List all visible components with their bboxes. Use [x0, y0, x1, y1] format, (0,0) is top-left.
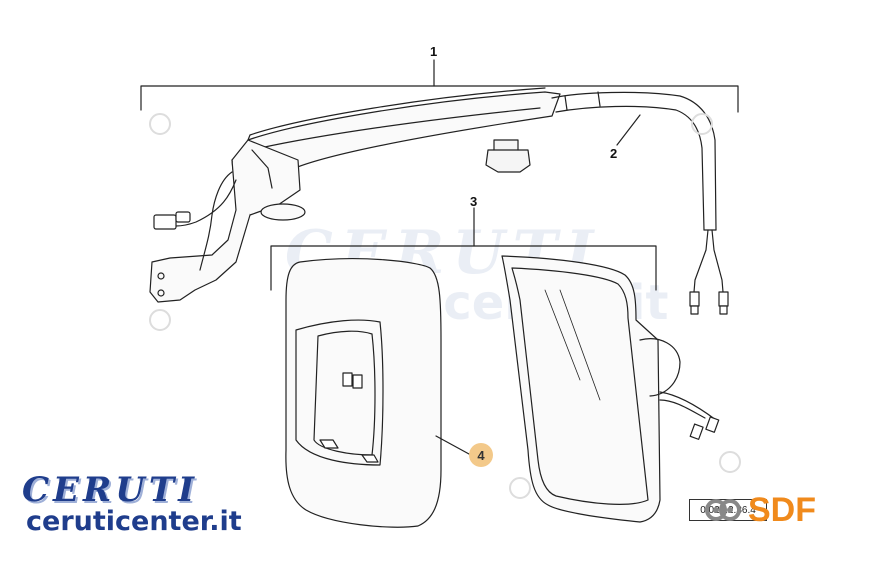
- mirror-back-mount: [639, 338, 681, 397]
- ceruti-logo: CERUTI: [22, 470, 199, 510]
- mount-tab-1: [319, 439, 339, 449]
- connector-left: [689, 291, 700, 307]
- ceruti-url: ceruticenter.it: [26, 506, 242, 537]
- connector-right: [718, 291, 729, 307]
- sdf-logo: SDF: [700, 488, 816, 532]
- bolt-hole-2: [157, 289, 165, 297]
- callout-4: 4: [469, 443, 493, 467]
- bolt-hole-1: [157, 272, 165, 280]
- mirror-arm: [247, 91, 561, 169]
- mirror-connector-2: [705, 416, 720, 433]
- tube-inner: [555, 105, 705, 231]
- housing-inner-plate: [313, 330, 376, 456]
- bracket-part-1: [140, 85, 739, 113]
- mount-tab-2: [361, 454, 379, 463]
- callout-2: 2: [610, 146, 618, 161]
- tube-band-2: [597, 91, 601, 107]
- connector-arm: [153, 214, 177, 230]
- glass-reflection-1: [544, 289, 581, 381]
- cable-left: [693, 229, 709, 293]
- glass-reflection-2: [559, 289, 601, 401]
- mirror-glass: [511, 267, 649, 505]
- pivot-disc: [260, 203, 306, 221]
- connector-left-tip: [690, 305, 699, 315]
- arm-cable: [199, 171, 233, 271]
- connector-arm-2: [175, 211, 191, 223]
- mirror-arm-ridge: [259, 107, 541, 149]
- leader-part-4: [435, 435, 470, 455]
- connector-right-tip: [719, 305, 728, 315]
- bracket-part-3: [270, 245, 657, 291]
- mirror-arm-top: [247, 87, 546, 141]
- housing-inner-frame: [295, 319, 384, 466]
- adjustment-knob: [485, 139, 531, 173]
- mirror-housing: [285, 258, 442, 528]
- callout-1: 1: [430, 44, 438, 59]
- mirror-connector-1: [689, 423, 704, 440]
- tube-outer: [551, 91, 717, 231]
- watermark-gears: [149, 113, 741, 499]
- sdf-gear-icon: [705, 499, 741, 521]
- callout-3: 3: [470, 194, 478, 209]
- cable-right: [711, 229, 724, 293]
- leader-part-2: [616, 114, 641, 146]
- mirror-cable-1: [659, 399, 706, 419]
- arm-mount-edge: [251, 149, 273, 189]
- arm-plate: [149, 159, 251, 303]
- mount-clip-2: [352, 374, 363, 389]
- mirror-cable-2: [659, 391, 717, 421]
- mirror-glass-assembly: [501, 255, 661, 523]
- tube-band-1: [564, 95, 568, 111]
- sdf-text: SDF: [748, 490, 816, 529]
- mount-clip-1: [342, 372, 353, 387]
